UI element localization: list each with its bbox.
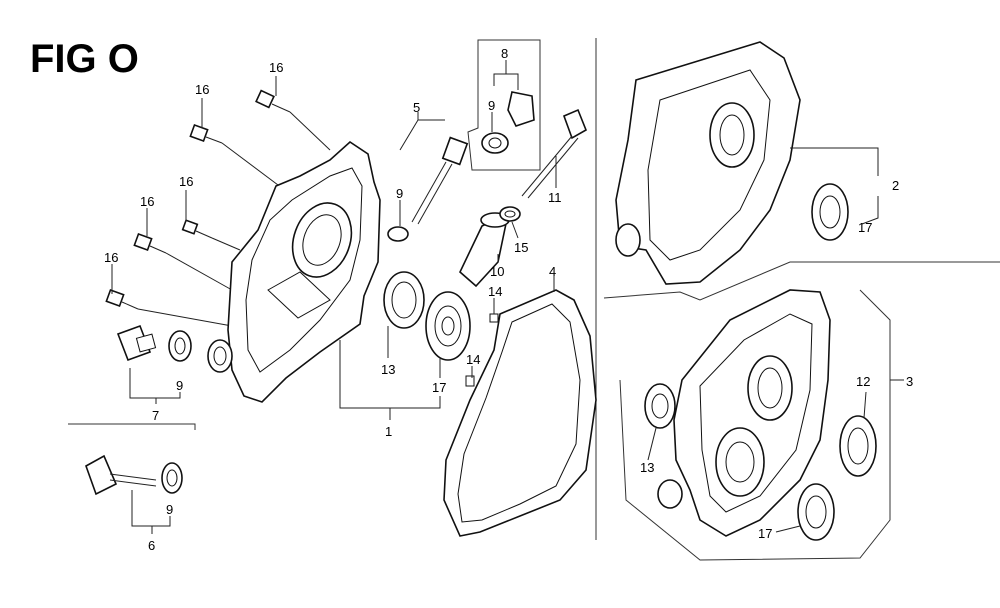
bolt-leader-lines bbox=[137, 111, 331, 327]
dowel-pin-14 bbox=[489, 313, 499, 323]
callout-16-b: 16 bbox=[195, 82, 209, 97]
bolt-icon bbox=[255, 89, 291, 113]
bolt-icon bbox=[181, 219, 213, 239]
callout-3: 3 bbox=[906, 374, 913, 389]
callout-12: 12 bbox=[856, 374, 870, 389]
crankcase-3 bbox=[657, 289, 831, 537]
crankcase-cover-left bbox=[207, 140, 381, 403]
callout-2: 2 bbox=[892, 178, 899, 193]
callout-9-cap: 9 bbox=[166, 502, 173, 517]
bearing-17 bbox=[425, 291, 471, 361]
oil-filler-cap-assembly bbox=[85, 454, 183, 496]
figure-title: FIG O bbox=[30, 37, 139, 81]
callout-6: 6 bbox=[148, 538, 155, 553]
crankcase-cover-2 bbox=[615, 41, 801, 285]
bolts-16 bbox=[105, 89, 291, 310]
callout-13-right: 13 bbox=[640, 460, 654, 475]
callout-13-left: 13 bbox=[381, 362, 395, 377]
callout-4: 4 bbox=[549, 264, 556, 279]
bolt-icon bbox=[105, 288, 139, 310]
callout-16-c: 16 bbox=[179, 174, 193, 189]
bolt-icon bbox=[133, 232, 167, 254]
bearing-17-upper bbox=[811, 183, 849, 241]
callout-11: 11 bbox=[548, 190, 562, 205]
drain-plug-assembly bbox=[116, 324, 192, 362]
oil-seal-13-right bbox=[644, 383, 676, 429]
callout-17-upper: 17 bbox=[858, 220, 872, 235]
callout-17-lower: 17 bbox=[758, 526, 772, 541]
bearing-17-lower bbox=[797, 483, 835, 541]
callout-10: 10 bbox=[490, 264, 504, 279]
callout-7: 7 bbox=[152, 408, 159, 423]
dowel-pin-14 bbox=[465, 375, 475, 387]
filler-neck-10 bbox=[459, 206, 521, 288]
callout-17-left: 17 bbox=[432, 380, 446, 395]
frame-lines bbox=[68, 38, 1000, 561]
callout-leaders bbox=[111, 60, 904, 534]
oil-seal-13 bbox=[383, 271, 425, 329]
callout-8: 8 bbox=[501, 46, 508, 61]
bolt-icon bbox=[189, 123, 223, 144]
callout-5: 5 bbox=[413, 100, 420, 115]
callout-16-a: 16 bbox=[269, 60, 283, 75]
callout-14-upper: 14 bbox=[488, 284, 502, 299]
oil-dipstick-5 bbox=[387, 136, 469, 242]
callout-9-dipstick: 9 bbox=[396, 186, 403, 201]
callout-14-lower: 14 bbox=[466, 352, 480, 367]
callout-15: 15 bbox=[514, 240, 528, 255]
bearing-12 bbox=[839, 415, 877, 477]
callout-labels: 1 2 3 4 5 6 7 8 9 9 9 9 10 11 12 13 13 1… bbox=[104, 46, 913, 553]
callout-9-drain: 9 bbox=[176, 378, 183, 393]
callout-16-d: 16 bbox=[140, 194, 154, 209]
gasket-4 bbox=[443, 289, 597, 537]
callout-1: 1 bbox=[385, 424, 392, 439]
oil-level-sensor-8 bbox=[481, 91, 535, 154]
callout-16-e: 16 bbox=[104, 250, 118, 265]
dipstick-11 bbox=[521, 108, 588, 199]
callout-9-sensor: 9 bbox=[488, 98, 495, 113]
